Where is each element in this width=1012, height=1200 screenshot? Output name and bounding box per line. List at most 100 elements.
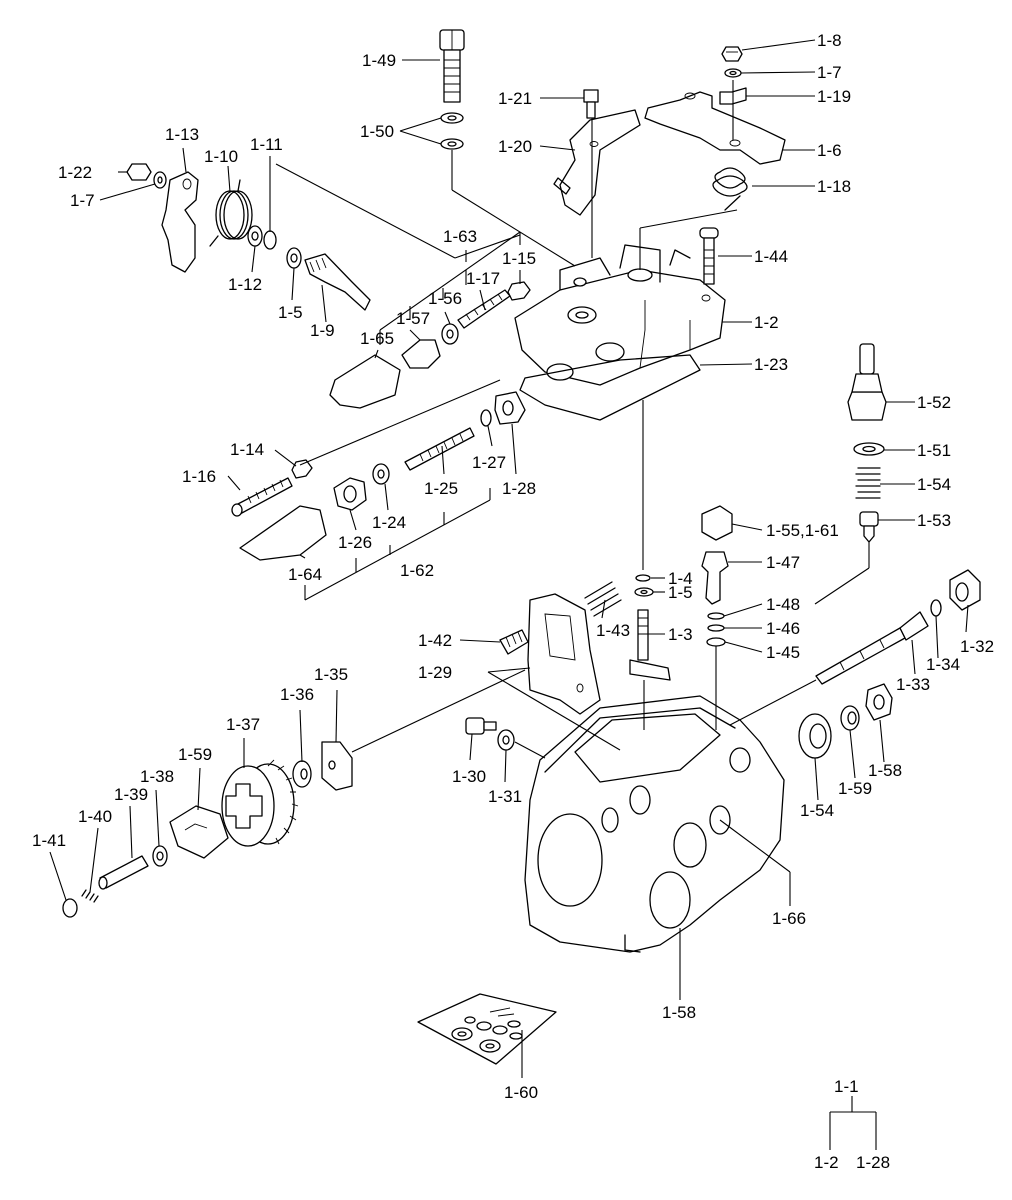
part-1-57-nut [401, 339, 441, 369]
part-1-49-banjo-bolt [439, 29, 465, 103]
label-1-15: 1-15 [502, 249, 536, 268]
part-1-65-cap [329, 354, 401, 409]
label-1-39: 1-39 [114, 785, 148, 804]
part-1-3-plunger [629, 609, 671, 681]
label-1-31: 1-31 [488, 787, 522, 806]
label-1-38: 1-38 [140, 767, 174, 786]
label-1-56: 1-56 [428, 289, 462, 308]
label-1-58-body: 1-58 [662, 1003, 696, 1022]
label-1-57: 1-57 [396, 309, 430, 328]
label-1-47: 1-47 [766, 553, 800, 572]
part-1-48-oring [707, 612, 725, 620]
label-1-7-left: 1-7 [70, 191, 95, 210]
part-1-44-screw [699, 227, 719, 285]
part-1-42-plug [499, 629, 529, 655]
leader-lines [49, 39, 969, 1150]
part-1-17-screw [457, 289, 511, 329]
part-1-32-nut [949, 569, 981, 611]
label-1-20: 1-20 [498, 137, 532, 156]
part-1-9-shaft [304, 253, 371, 311]
label-1-46: 1-46 [766, 619, 800, 638]
label-1-45: 1-45 [766, 643, 800, 662]
part-1-55-cap [701, 505, 733, 541]
label-1-49: 1-49 [362, 51, 396, 70]
label-1-55-1-61: 1-55,1-61 [766, 521, 839, 540]
part-1-54-bearing [798, 713, 832, 759]
part-1-38-washer [152, 845, 168, 867]
label-1-21: 1-21 [498, 89, 532, 108]
part-1-60-seal-kit [417, 993, 557, 1065]
part-1-34-key [930, 599, 942, 617]
label-1-6: 1-6 [817, 141, 842, 160]
label-1-18: 1-18 [817, 177, 851, 196]
part-1-47-valve [701, 551, 729, 605]
label-1-12: 1-12 [228, 275, 262, 294]
label-1-1: 1-1 [834, 1077, 859, 1096]
label-1-34: 1-34 [926, 655, 960, 674]
label-1-4: 1-4 [668, 569, 693, 588]
label-1-25: 1-25 [424, 479, 458, 498]
label-1-8: 1-8 [817, 31, 842, 50]
part-1-2-housing-cover [514, 244, 726, 386]
part-1-4-clip [635, 574, 651, 582]
part-1-5-washer-center [634, 587, 654, 597]
label-1-44: 1-44 [754, 247, 788, 266]
part-1-46-oring [707, 624, 725, 632]
label-1-19: 1-19 [817, 87, 851, 106]
label-1-30: 1-30 [452, 767, 486, 786]
label-1-63: 1-63 [443, 227, 477, 246]
part-1-23-gasket [519, 354, 701, 421]
part-1-54-spring [855, 467, 881, 499]
label-1-53: 1-53 [917, 511, 951, 530]
label-1-14: 1-14 [230, 440, 264, 459]
part-1-37-cam-gear [221, 759, 299, 847]
part-1-41-cap [62, 898, 78, 918]
part-1-12-washer [247, 225, 263, 247]
part-1-20-bracket [553, 109, 641, 216]
label-1-54-spring: 1-54 [917, 475, 951, 494]
label-1-52: 1-52 [917, 393, 951, 412]
label-1-11: 1-11 [250, 135, 283, 154]
part-1-16-screw [231, 477, 293, 517]
part-1-15-nut [507, 281, 531, 301]
label-1-66: 1-66 [772, 909, 806, 928]
label-1-37: 1-37 [226, 715, 260, 734]
part-1-56-washer [441, 323, 459, 345]
part-1-39-pin [98, 855, 149, 890]
part-1-59-washer-right [840, 705, 860, 731]
label-1-2: 1-2 [754, 313, 779, 332]
label-1-26: 1-26 [338, 533, 372, 552]
part-1-36-washer [292, 760, 312, 788]
label-1-60: 1-60 [504, 1083, 538, 1102]
label-1-16: 1-16 [182, 467, 216, 486]
part-1-52-holder [847, 343, 887, 421]
part-1-22-nut [126, 163, 152, 181]
part-1-8-nut [721, 46, 743, 62]
part-1-58-pump-body [524, 695, 785, 953]
label-1-22: 1-22 [58, 163, 92, 182]
label-1-3: 1-3 [668, 625, 693, 644]
part-1-7-washer-left [153, 171, 167, 189]
label-1-41: 1-41 [32, 831, 66, 850]
label-1-23: 1-23 [754, 355, 788, 374]
label-1-40: 1-40 [78, 807, 112, 826]
part-1-33-shaft [815, 611, 929, 685]
label-1-43: 1-43 [596, 621, 630, 640]
part-1-45-oring [706, 637, 726, 647]
part-1-58-nut-right [865, 683, 893, 721]
part-1-24-washer [372, 463, 390, 485]
part-1-21-bolt [583, 89, 599, 119]
part-1-7-washer-top [724, 68, 742, 78]
label-1-36: 1-36 [280, 685, 314, 704]
part-labels: 1-8 1-7 1-19 1-6 1-18 1-49 1-50 1-21 1-2… [32, 31, 994, 1172]
label-1-17: 1-17 [466, 269, 500, 288]
label-1-29: 1-29 [418, 663, 452, 682]
part-1-29-guide [527, 593, 601, 715]
part-1-51-washer [853, 442, 885, 456]
label-1-13: 1-13 [165, 125, 199, 144]
part-1-13-lever [161, 171, 199, 273]
part-1-31-washer [497, 729, 515, 751]
label-1-64: 1-64 [288, 565, 322, 584]
label-1-48: 1-48 [766, 595, 800, 614]
